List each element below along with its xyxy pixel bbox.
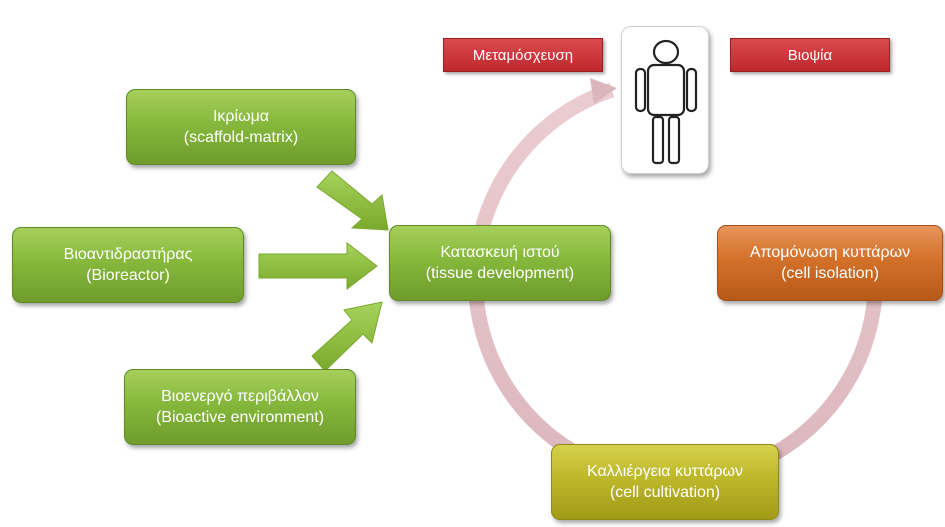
- environment-subtitle: (Bioactive environment): [155, 409, 325, 426]
- cell-isolation-box: Απομόνωση κυττάρων (cell isolation): [717, 225, 943, 301]
- arrow-environment-icon: [311, 301, 383, 372]
- biopsy-label-text: Βιοψία: [787, 46, 833, 64]
- tissue-subtitle: (tissue development): [425, 265, 575, 282]
- transplant-label: Μεταμόσχευση: [443, 38, 603, 72]
- tissue-development-box: Κατασκευή ιστού (tissue development): [389, 225, 611, 301]
- environment-box: Βιοενεργό περιβάλλον (Bioactive environm…: [124, 369, 356, 445]
- bioreactor-title: Βιοαντιδραστήρας: [63, 246, 193, 263]
- tissue-title: Κατασκευή ιστού: [440, 244, 560, 261]
- scaffold-subtitle: (scaffold-matrix): [183, 129, 299, 146]
- scaffold-box: Ικρίωμα (scaffold-matrix): [126, 89, 356, 165]
- arrow-scaffold-icon: [316, 170, 389, 231]
- patient-card: [621, 26, 709, 174]
- biopsy-label: Βιοψία: [730, 38, 890, 72]
- bioreactor-box: Βιοαντιδραστήρας (Bioreactor): [12, 227, 244, 303]
- isolation-subtitle: (cell isolation): [781, 265, 879, 282]
- cultivation-title: Καλλιέργεια κυττάρων: [587, 463, 743, 480]
- isolation-title: Απομόνωση κυττάρων: [749, 244, 911, 261]
- cycle-arrowhead-icon: [590, 78, 617, 104]
- transplant-label-text: Μεταμόσχευση: [472, 46, 574, 64]
- arrow-bioreactor-icon: [258, 241, 378, 291]
- cell-cultivation-box: Καλλιέργεια κυττάρων (cell cultivation): [551, 444, 779, 520]
- bioreactor-subtitle: (Bioreactor): [86, 267, 170, 284]
- scaffold-title: Ικρίωμα: [212, 108, 270, 125]
- person-icon: [634, 39, 698, 165]
- cultivation-subtitle: (cell cultivation): [609, 484, 721, 501]
- environment-title: Βιοενεργό περιβάλλον: [161, 388, 319, 405]
